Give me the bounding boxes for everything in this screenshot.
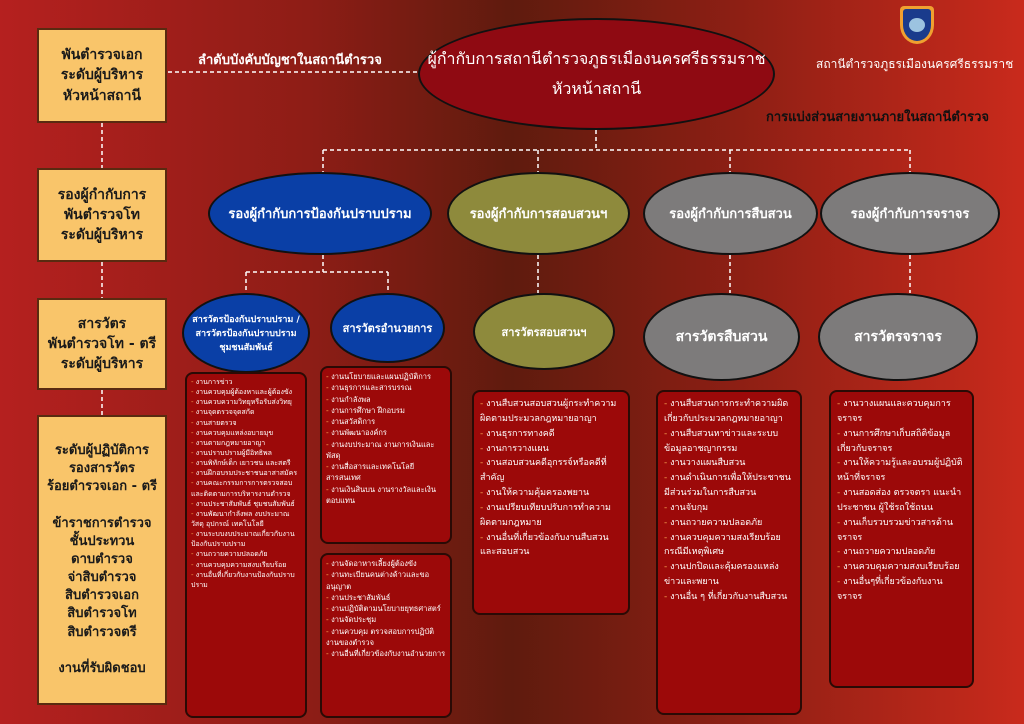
duty-item: งานให้ความคุ้มครองพยาน (480, 486, 622, 501)
duty-item: งานการศึกษา ฝึกอบรม (326, 405, 446, 416)
duty-item: งานงบประมาณ งานการเงินและพัสดุ (326, 439, 446, 462)
duty-item: งานการข่าว (191, 377, 301, 387)
inspector-inquiry: สารวัตรสอบสวนฯ (473, 293, 615, 370)
duty-item: งานควบคุมความสงบเรียบร้อย (191, 560, 301, 570)
duty-item: งานถวายความปลอดภัย (664, 516, 794, 531)
duty-item: งานอื่นๆที่เกี่ยวข้องกับงานจราจร (837, 575, 966, 605)
duty-item: งานกำลังพล (326, 394, 446, 405)
level-text: พันตำรวจเอก ระดับผู้บริหาร หัวหน้าสถานี (60, 47, 144, 104)
duties-admin-1: งานนโยบายและแผนปฏิบัติการงานธุรการและสาร… (320, 366, 452, 544)
inspector-investigation: สารวัตรสืบสวน (643, 293, 800, 381)
deputy-label: รองผู้กำกับการป้องกันปราบปราม (228, 207, 412, 222)
duty-item: งานสวัสดิการ (326, 416, 446, 427)
level-text: ระดับผู้ปฏิบัติการ รองสารวัตร ร้อยตำรวจเ… (46, 442, 158, 677)
duty-item: งานควบความวิทยุหรือรับส่งวิทยุ (191, 397, 301, 407)
inspector-label: สารวัตรสืบสวน (675, 329, 768, 345)
inspector-label: สารวัตรป้องกันปราบปราม / สารวัตรป้องกันป… (192, 315, 300, 353)
division-label: การแบ่งส่วนสายงานภายในสถานีตำรวจ (766, 110, 989, 125)
duty-item: งานสืบสวนการกระทำความผิดเกี่ยวกับประมวลก… (664, 397, 794, 427)
duty-item: งานพัฒนาองค์กร (326, 427, 446, 438)
duties-admin-2: งานจัดอาหารเลี้ยงผู้ต้องขังงานทะเบียนคนต… (320, 553, 452, 718)
duty-item: งานตามกฎหมายอาญา (191, 438, 301, 448)
duty-item: งานการวางแผน (480, 442, 622, 457)
duty-item: งานควบคุมแหล่งอบายมุข (191, 428, 301, 438)
duty-item: งานสืบสวนหาข่าวและระบบข้อมูลอาชญากรรม (664, 427, 794, 457)
duty-item: งานคณะกรรมการการตรวจสอบและติดตามการบริหา… (191, 478, 301, 498)
duty-item: งานควบคุมความสงเรียบร้อยกรณีมีเหตุพิเศษ (664, 531, 794, 561)
police-logo-icon (900, 6, 934, 44)
duty-item: งานควบคุม ตรวจสอบการปฏิบัติงานของตำรวจ (326, 626, 446, 649)
inspector-prevention: สารวัตรป้องกันปราบปราม / สารวัตรป้องกันป… (182, 293, 310, 373)
duty-item: งานประชาสัมพันธ์ (326, 592, 446, 603)
inspector-label: สารวัตรอำนวยการ (342, 322, 433, 335)
duty-item: งานจัดอาหารเลี้ยงผู้ต้องขัง (326, 558, 446, 569)
duty-item: งานถวายความปลอดภัย (191, 549, 301, 559)
duties-prevention: งานการข่าวงานควบคุมผู้ต้องหาและผู้ต้องขั… (185, 372, 307, 718)
duty-item: งานสืบสวนสอบสวนผู้กระทำความผิดตามประมวลก… (480, 397, 622, 427)
inspector-label: สารวัตรจราจร (854, 329, 942, 345)
duty-item: งานเก็บรวบรวมข่าวสารด้านจราจร (837, 516, 966, 546)
chief-title: ผู้กำกับการสถานีตำรวจภูธรเมืองนครศรีธรรม… (427, 48, 766, 68)
duties-traffic: งานวางแผนและควบคุมการจราจรงานการศึกษาเก็… (829, 390, 974, 688)
duty-item: งานดำเนินการเพื่อให้ประชาชนมีส่วนร่วมในก… (664, 471, 794, 501)
level-text: สารวัตร พันตำรวจโท - ตรี ระดับผู้บริหาร (47, 315, 157, 373)
duties-inquiry: งานสืบสวนสอบสวนผู้กระทำความผิดตามประมวลก… (472, 390, 630, 615)
level-chief: พันตำรวจเอก ระดับผู้บริหาร หัวหน้าสถานี (37, 28, 167, 123)
duty-item: งานฝึกอบรมประชาชนอาสาสมัคร (191, 468, 301, 478)
duty-item: งานเปรียบเทียบปรับการทำความผิดตามกฎหมาย (480, 501, 622, 531)
duty-item: งานจุดตรวจจุดสกัด (191, 407, 301, 417)
deputy-traffic: รองผู้กำกับการจราจร (820, 172, 1000, 255)
duty-item: งานปกปิดและคุ้มครองแหล่งข่าวและพยาน (664, 560, 794, 590)
duty-item: งานสอบสวนคดีอุกรรจ์หรือคดีที่สำคัญ (480, 456, 622, 486)
duty-item: งานถวายความปลอดภัย (837, 545, 966, 560)
duty-item: งานพัฒนากำลังพล งบประมาณ วัสดุ อุปกรณ์ เ… (191, 509, 301, 529)
duty-item: งานอื่นที่เกี่ยวกับงานป้องกันปราบปราม (191, 570, 301, 590)
deputy-label: รองผู้กำกับการสอบสวนฯ (469, 207, 608, 222)
station-name: สถานีตำรวจภูธรเมืองนครศรีธรรมราช (816, 57, 1014, 71)
inspector-traffic: สารวัตรจราจร (818, 293, 978, 381)
inspector-label: สารวัตรสอบสวนฯ (501, 325, 587, 339)
duty-item: งานวางแผนสืบสวน (664, 456, 794, 471)
duty-item: งานทะเบียนคนต่างด้าวและขออนุญาต (326, 569, 446, 592)
level-operators: ระดับผู้ปฏิบัติการ รองสารวัตร ร้อยตำรวจเ… (37, 415, 167, 705)
deputy-label: รองผู้กำกับการจราจร (850, 207, 970, 222)
inspector-admin: สารวัตรอำนวยการ (330, 293, 445, 363)
duty-item: งานสื่อสารและเทคโนโลยีสารสนเทศ (326, 461, 446, 484)
duty-item: งานสายตรวจ (191, 418, 301, 428)
duty-item: งานให้ความรู้และอบรมผู้ปฏิบัติหน้าที่จรา… (837, 456, 966, 486)
duty-item: งานเงินสินบน งานรางวัลและเงินตอบแทน (326, 484, 446, 507)
duty-item: งานปฏิบัติตามนโยบายยุทธศาสตร์ (326, 603, 446, 614)
duty-item: งานสอดส่อง ตรวจตรา แนะนำประชาชน ผู้ใช้รถ… (837, 486, 966, 516)
duty-item: งานอื่นที่เกี่ยวข้องกับงานสืบสวนและสอบสว… (480, 531, 622, 561)
duty-item: งานวางแผนและควบคุมการจราจร (837, 397, 966, 427)
duty-item: งานควบคุมผู้ต้องหาและผู้ต้องขัง (191, 387, 301, 397)
level-text: รองผู้กำกับการ พันตำรวจโท ระดับผู้บริหาร (57, 186, 147, 244)
chain-label: ลำดับบังคับบัญชาในสถานีตำรวจ (198, 53, 382, 68)
duty-item: งานอื่นที่เกี่ยวข้องกับงานอำนวยการ (326, 648, 446, 659)
chief-subtitle: หัวหน้าสถานี (551, 79, 642, 98)
deputy-inquiry: รองผู้กำกับการสอบสวนฯ (447, 172, 630, 255)
duty-item: งานนโยบายและแผนปฏิบัติการ (326, 371, 446, 382)
level-deputy: รองผู้กำกับการ พันตำรวจโท ระดับผู้บริหาร (37, 168, 167, 262)
duties-investigation: งานสืบสวนการกระทำความผิดเกี่ยวกับประมวลก… (656, 390, 802, 715)
duty-item: งานปราบปรามผู้มีอิทธิพล (191, 448, 301, 458)
deputy-label: รองผู้กำกับการสืบสวน (669, 207, 792, 222)
duty-item: งานจัดประชุม (326, 614, 446, 625)
duty-item: งานควบคุมความสงบเรียบร้อย (837, 560, 966, 575)
duty-item: งานการศึกษาเก็บสถิติข้อมูลเกี่ยวกับจราจร (837, 427, 966, 457)
duty-item: งานระบบงบประมาณเกี่ยวกับงานป้องกันปราบปร… (191, 529, 301, 549)
deputy-prevention: รองผู้กำกับการป้องกันปราบปราม (208, 172, 432, 255)
level-inspector: สารวัตร พันตำรวจโท - ตรี ระดับผู้บริหาร (37, 298, 167, 390)
chief-oval: ผู้กำกับการสถานีตำรวจภูธรเมืองนครศรีธรรม… (418, 18, 775, 130)
duty-item: งานจับกุม (664, 501, 794, 516)
duty-item: งานธุรการและสารบรรณ (326, 382, 446, 393)
duty-item: งานอื่น ๆ ที่เกี่ยวกับงานสืบสวน (664, 590, 794, 605)
duty-item: งานพิทักษ์เด็ก เยาวชน และสตรี (191, 458, 301, 468)
duty-item: งานประชาสัมพันธ์ ชุมชนสัมพันธ์ (191, 499, 301, 509)
duty-item: งานธุรการทางคดี (480, 427, 622, 442)
deputy-investigation: รองผู้กำกับการสืบสวน (643, 172, 818, 255)
